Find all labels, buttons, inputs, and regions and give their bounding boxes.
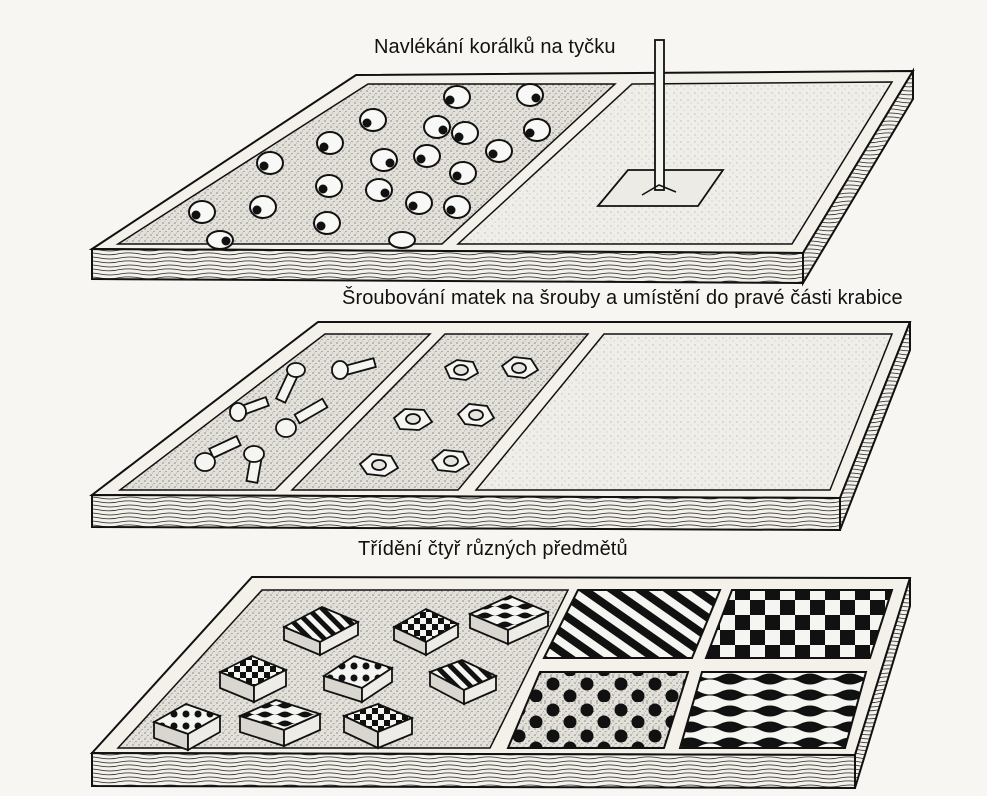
caption-beads: Navlékání korálků na tyčku [374,36,616,59]
caption-bolts: Šroubování matek na šrouby a umístění do… [342,287,903,310]
bead [524,119,550,141]
bead [360,109,386,131]
tray-beads-front [92,249,803,283]
bead [406,192,432,214]
tray-sorting-front [92,753,855,788]
bead [389,232,415,248]
compartment-waves [680,672,866,748]
bead [444,196,470,218]
caption-sorting: Třídění čtyř různých předmětů [358,538,628,561]
bead [366,179,392,201]
bead [486,140,512,162]
tray-sorting [92,577,910,788]
bead [452,122,478,144]
bead [250,196,276,218]
bead [317,132,343,154]
bead [314,212,340,234]
bead [189,201,215,223]
bead [450,162,476,184]
bead [316,175,342,197]
tray-bolts [92,322,910,530]
peg-rod [655,40,664,190]
bead [424,116,450,138]
tray-beads [92,40,913,283]
bead [207,231,233,249]
compartment-dots [508,672,688,748]
bead [517,84,543,106]
bead [414,145,440,167]
bead [257,152,283,174]
bead [371,149,397,171]
tray-bolts-front [92,495,840,530]
bead [444,86,470,108]
compartment-checks [706,590,892,658]
